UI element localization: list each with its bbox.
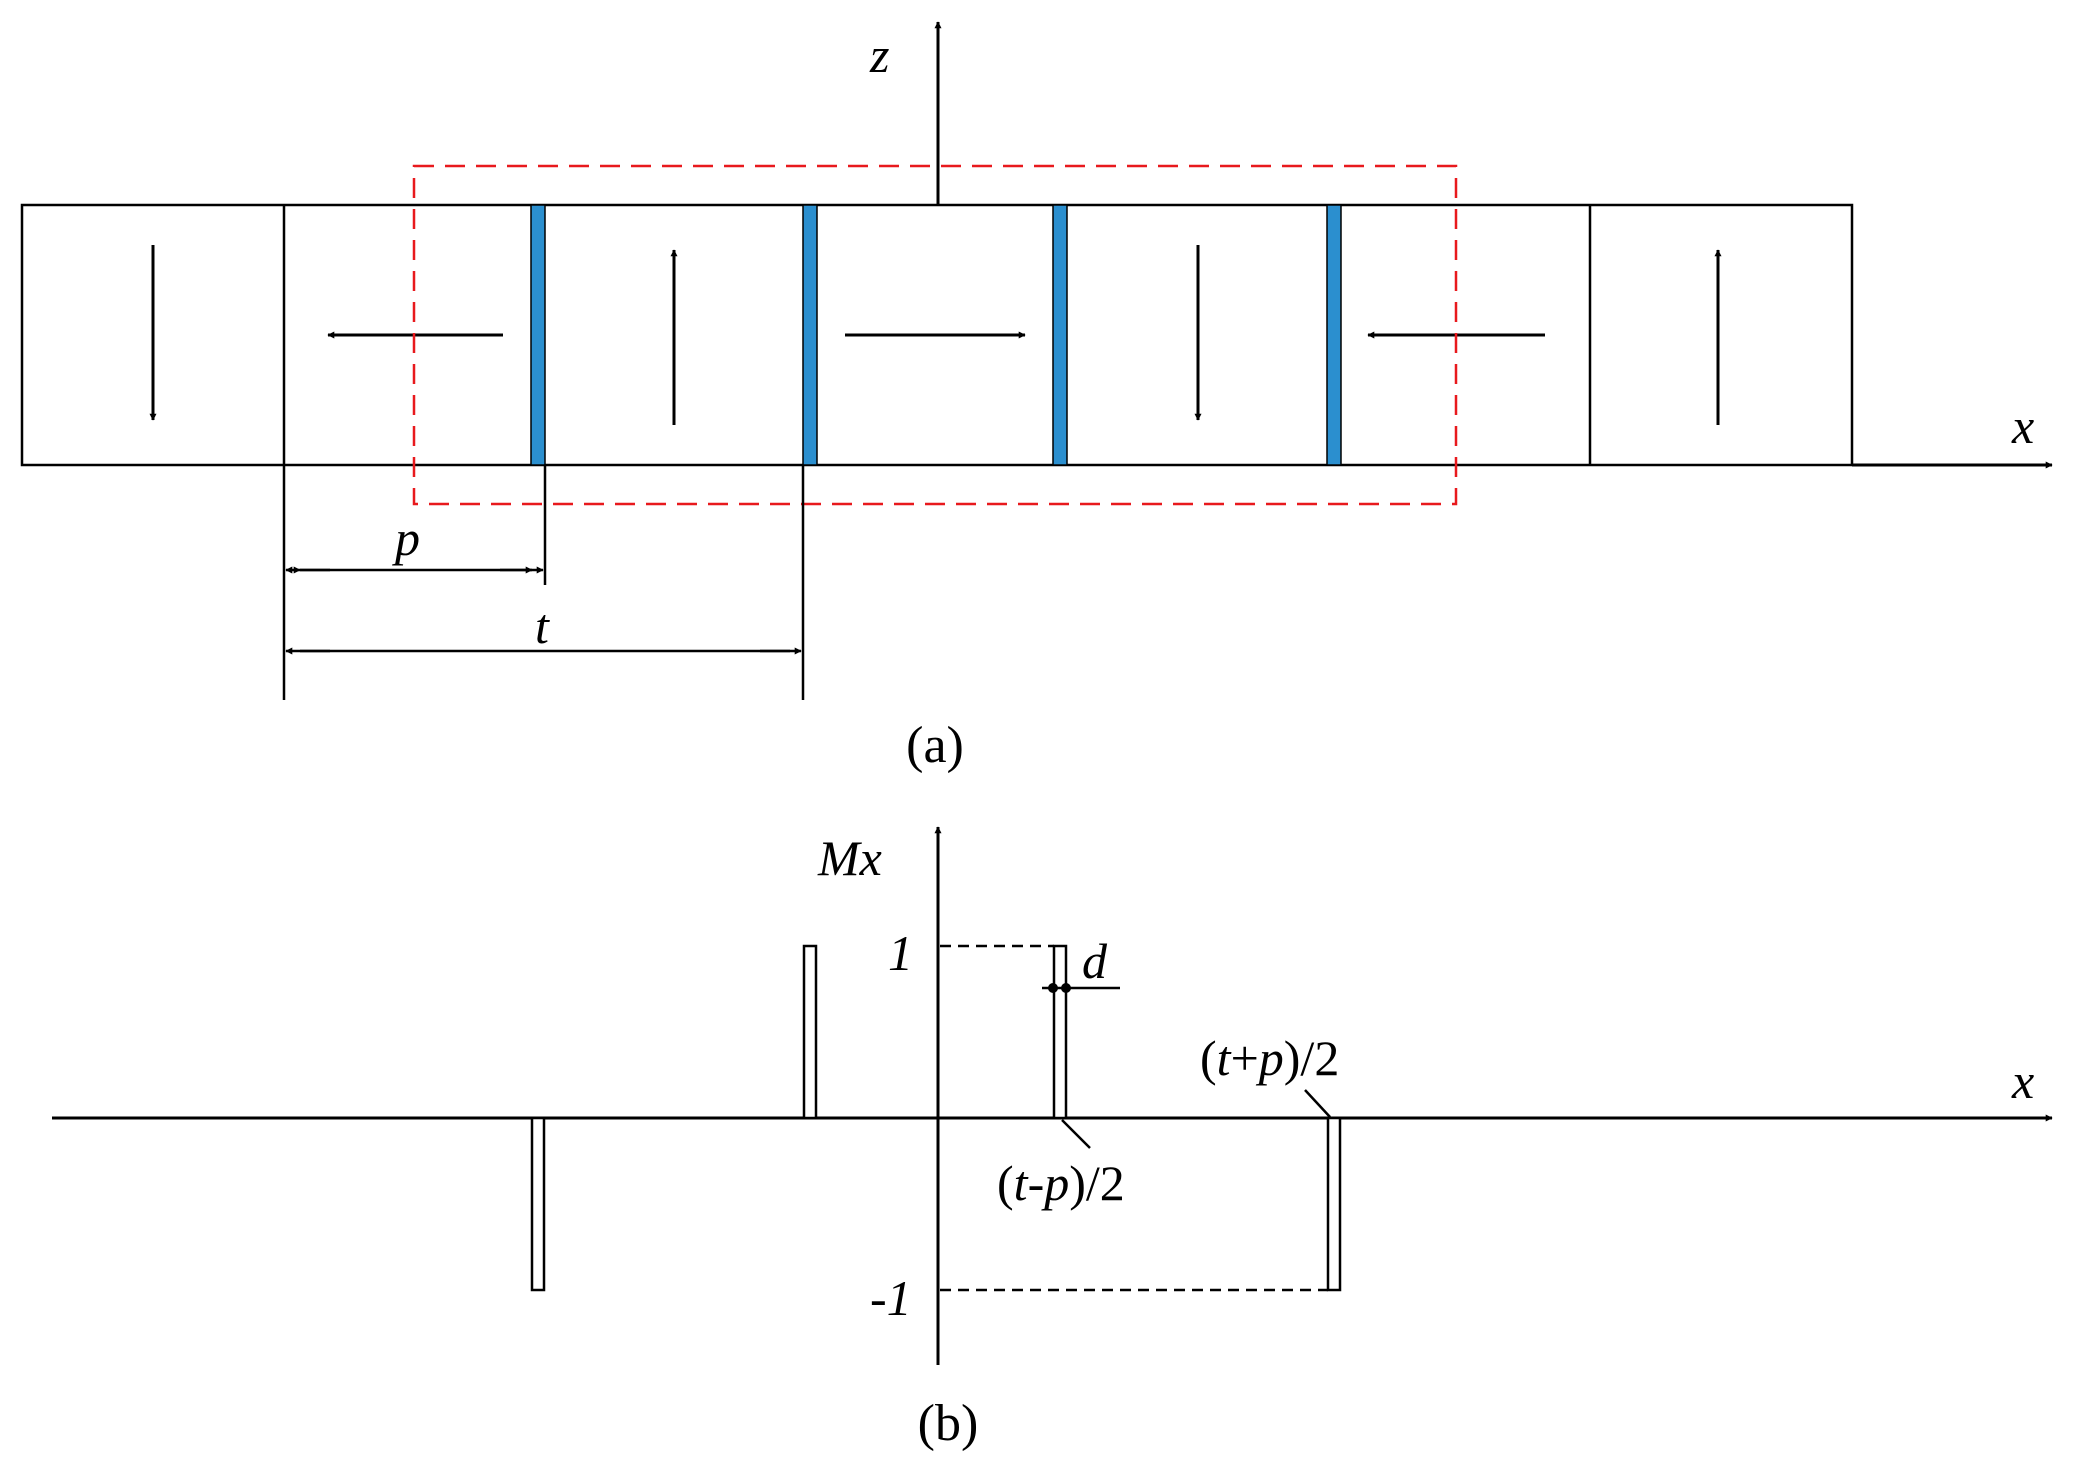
spacer [1326,204,1342,466]
d-marker-dot [1061,983,1071,993]
x-axis-label-b: x [2011,1053,2034,1109]
tick-label-negative: -1 [870,1270,912,1326]
pulse-negative [530,1116,546,1292]
caption-b: (b) [918,1395,979,1452]
label-t-plus-p: (t+p)/2 [1200,1030,1339,1086]
pulse-positive [802,944,818,1120]
analysis-region [412,164,1458,506]
caption-a: (a) [906,717,964,774]
pulse-group [530,944,1342,1292]
leader-t-plus-p [1304,1089,1331,1118]
z-axis-label: z [869,27,889,83]
tick-label-positive: 1 [888,925,913,981]
spacer [1052,204,1068,466]
magnetization-arrows [149,245,1722,425]
p-label: p [392,510,420,566]
t-label: t [535,598,550,654]
spacer [802,204,818,466]
panel-a: z x p t (a) [20,21,2053,774]
x-axis-label: x [2011,398,2034,454]
pulse-negative [1326,1116,1342,1292]
pulse-positive [1052,944,1068,1120]
panel-b: Mx x 1 -1 d (t-p)/2 (t+p)/2 (b) [52,826,2053,1452]
spacer [530,204,546,466]
leader-t-minus-p [1061,1119,1091,1149]
mx-axis-label: Mx [817,830,882,886]
d-label: d [1082,933,1108,989]
label-t-minus-p: (t-p)/2 [997,1155,1125,1211]
d-marker-dot [1048,983,1058,993]
spacer-group [530,204,1342,466]
